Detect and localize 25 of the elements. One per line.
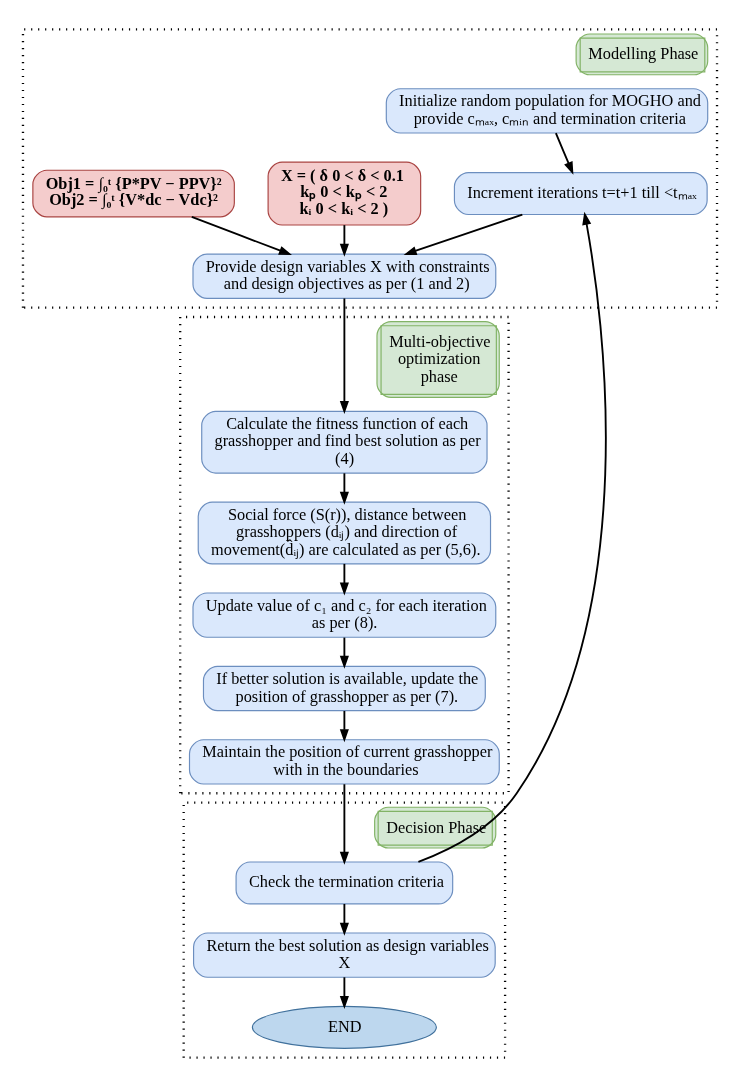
arrow	[339, 636, 349, 669]
arrow	[339, 562, 349, 595]
node-box: X = ( δ 0 < δ < 0.1 kₚ 0 < kₚ < 2 kᵢ 0 < kᵢ < 2 )	[267, 161, 421, 226]
node-box: Social force (S(r)), distance between grasshoppers (dᵢⱼ) and direction of movement(d̂ᵢⱼ) are calculated as per (5,6).	[197, 501, 491, 564]
arrow	[339, 782, 349, 865]
arrow	[339, 902, 349, 936]
arrow	[339, 297, 349, 414]
arrow	[339, 709, 349, 742]
node-box: Calculate the fitness function of each grasshopper and find best solution as per (4)	[200, 410, 488, 474]
node-box: Update value of c₁ and c₂ for each iteration as per (8).	[191, 591, 496, 638]
arrow	[554, 131, 573, 175]
node-box: If better solution is available, update the position of grasshopper as per (7).	[202, 665, 486, 711]
node-box: Maintain the position of current grasshopper with in the boundaries	[188, 738, 500, 785]
arrow	[339, 471, 349, 505]
arrow	[403, 213, 523, 255]
node-box: Increment iterations t=t+1 till <tₘₐₓ	[453, 171, 708, 215]
node-box: Return the best solution as design variables X	[192, 931, 496, 978]
node-box: Check the termination criteria	[235, 860, 453, 904]
arrow	[339, 975, 349, 1009]
node-box: Initialize random population for MOGHO and provide cₘₐₓ, cₘᵢₙ and termination criteria	[385, 87, 708, 134]
arrow	[190, 215, 292, 255]
node-ellipse: END	[251, 1005, 437, 1049]
node-box: Obj1 = ∫₀ᵗ {P*PV − PPV}² Obj2 = ∫₀ᵗ {V*dc − Vdc}²	[31, 169, 235, 217]
arrow	[339, 223, 349, 257]
node-box: Provide design variables X with constraints and design objectives as per (1 and 2)	[191, 253, 496, 299]
